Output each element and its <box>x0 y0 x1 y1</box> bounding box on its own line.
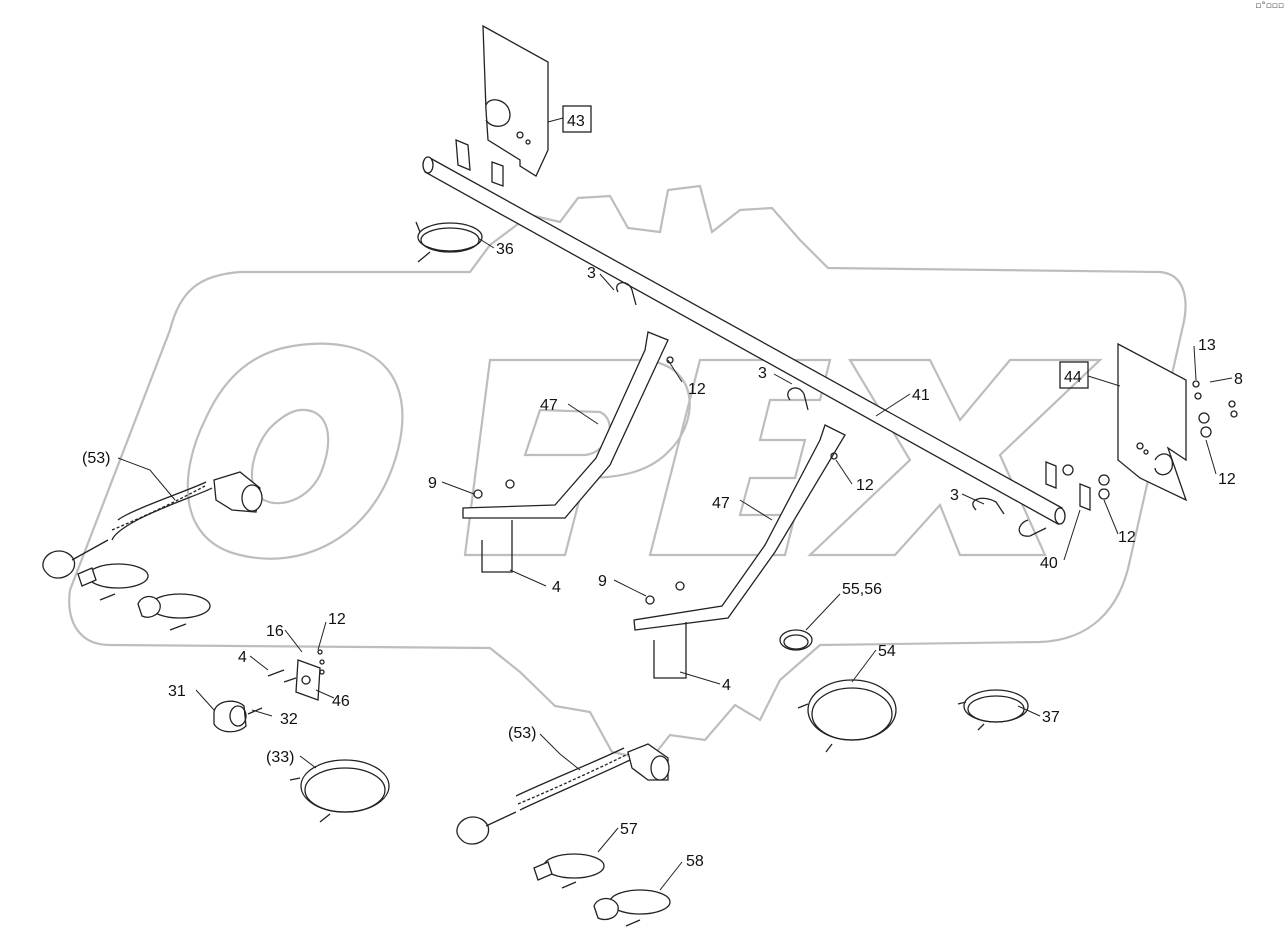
cable-clip-55-56 <box>779 629 813 651</box>
callout-labels: 43 36 3 12 47 9 4 (53) 16 12 4 46 31 32 … <box>82 105 1243 870</box>
callout-54: 54 <box>878 643 896 660</box>
callout-4-left: 4 <box>552 579 561 596</box>
callout-33: (33) <box>266 749 294 766</box>
callout-9-left: 9 <box>428 475 437 492</box>
callout-12-socket: 12 <box>328 611 346 628</box>
callout-16: 16 <box>266 623 284 640</box>
callout-9-right: 9 <box>598 573 607 590</box>
callout-32: 32 <box>280 711 298 728</box>
watermark-letter-p <box>463 358 691 557</box>
callout-12-arm-right: 12 <box>856 477 874 494</box>
sensor-cable-58 <box>593 889 671 927</box>
sensor-cable-57 <box>533 853 605 889</box>
coiled-cable-54 <box>797 679 897 753</box>
callout-37: 37 <box>1042 709 1060 726</box>
callout-36: 36 <box>496 241 514 258</box>
callout-47-right: 47 <box>712 495 730 512</box>
coiled-cable-37 <box>957 689 1029 731</box>
support-arm-left <box>462 282 674 573</box>
callout-4-right: 4 <box>722 677 731 694</box>
socket-assembly <box>213 649 325 733</box>
callout-3-left: 3 <box>587 265 596 282</box>
watermark-letter-e <box>648 358 832 557</box>
spiral-cable-left <box>42 471 263 579</box>
callout-40: 40 <box>1040 555 1058 572</box>
crossbar-tube <box>422 156 1066 525</box>
callout-46: 46 <box>332 693 350 710</box>
light-board-left <box>455 24 549 187</box>
callout-55-56: 55,56 <box>842 581 882 598</box>
callout-31: 31 <box>168 683 186 700</box>
callout-3-mid: 3 <box>758 365 767 382</box>
support-arm-right <box>633 387 846 679</box>
callout-8: 8 <box>1234 371 1243 388</box>
watermark-letter-o-inner <box>250 408 330 505</box>
coiled-cable-36 <box>415 221 483 263</box>
callout-4-socket: 4 <box>238 649 247 666</box>
callout-43: 43 <box>567 113 585 130</box>
callout-box-43 <box>562 105 592 133</box>
watermark-letter-x <box>807 358 1103 557</box>
callout-12-arm-left: 12 <box>688 381 706 398</box>
callout-58: 58 <box>686 853 704 870</box>
callout-44: 44 <box>1064 369 1082 386</box>
spiral-cable-bottom <box>456 743 670 845</box>
callout-47-left: 47 <box>540 397 558 414</box>
coiled-cable-33 <box>289 759 390 823</box>
leader-lines <box>117 117 1233 891</box>
callout-box-44 <box>1059 361 1089 389</box>
corner-mark: ▫°▫▫▫ <box>1255 1 1284 11</box>
callout-13: 13 <box>1198 337 1216 354</box>
callout-3-right: 3 <box>950 487 959 504</box>
watermark-letter-o <box>186 342 404 560</box>
light-board-right <box>1045 342 1238 511</box>
callout-12-board: 12 <box>1218 471 1236 488</box>
callout-41: 41 <box>912 387 930 404</box>
callout-53-left: (53) <box>82 450 110 467</box>
callout-12-bracket: 12 <box>1118 529 1136 546</box>
callout-57: 57 <box>620 821 638 838</box>
watermark-gear-outline <box>68 184 1187 762</box>
callout-53-bottom: (53) <box>508 725 536 742</box>
sensor-cables-left <box>77 563 211 631</box>
u-bolts-right <box>972 497 1047 537</box>
watermark-logo <box>68 184 1187 762</box>
